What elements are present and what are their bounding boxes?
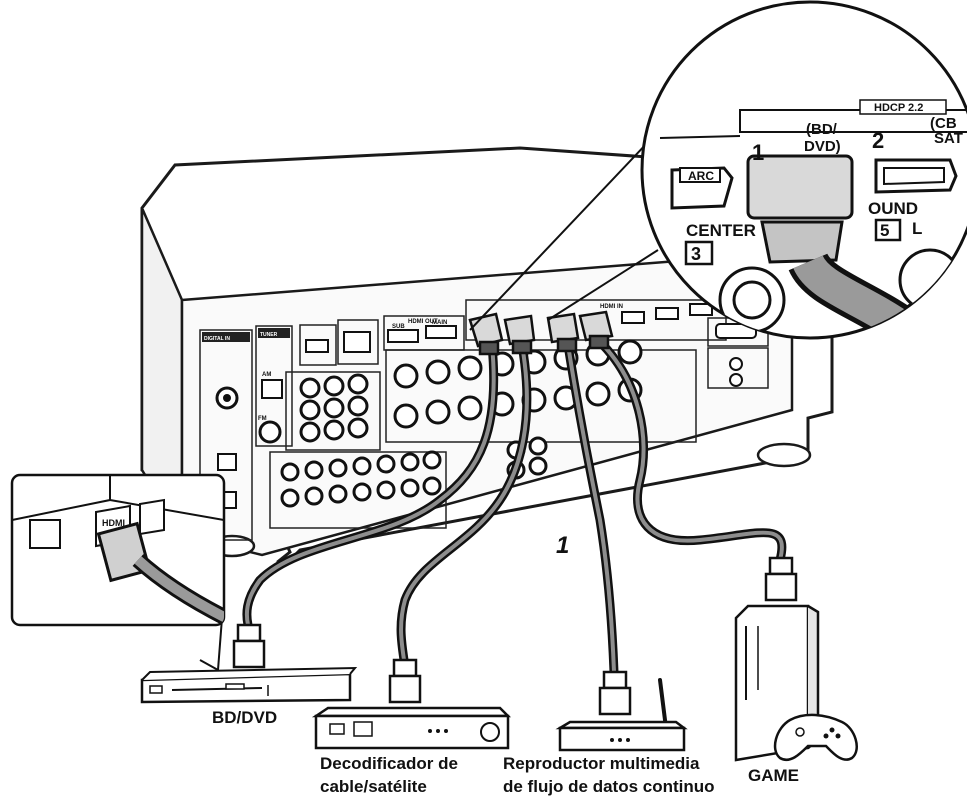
- receiver-sub-label: SUB: [392, 324, 405, 330]
- cable-satellite-label: Decodificador de cable/satélite: [320, 752, 458, 798]
- bd-dvd-label: BD/DVD: [212, 708, 278, 727]
- receiver-hdmi-in-label: HDMI IN: [600, 304, 623, 310]
- hdmi-plugs-devices: [232, 556, 798, 716]
- zoom-hdcp-label: HDCP 2.2: [874, 102, 923, 114]
- receiver-am-label: AM: [262, 372, 271, 378]
- zoom-surround-side: L: [912, 219, 922, 238]
- game-controller-icon: [773, 713, 858, 762]
- callout-hdmi-label: HDMI: [102, 518, 125, 528]
- bd-dvd-player: [140, 666, 358, 704]
- zoom-center-label: CENTER: [686, 221, 756, 240]
- zoom-arc-label: ARC: [688, 169, 714, 183]
- zoom-center-number: 3: [691, 244, 701, 264]
- receiver-digital-in-label: DIGITAL IN: [204, 336, 230, 342]
- game-console: [734, 604, 858, 762]
- zoom-port1-number: 1: [752, 140, 764, 165]
- streaming-player-label-line1: Reproductor multimedia: [503, 754, 700, 773]
- streaming-player-label: Reproductor multimedia de flujo de datos…: [503, 752, 715, 798]
- zoom-surround-label: OUND: [868, 199, 918, 218]
- cable-satellite-label-line1: Decodificador de: [320, 754, 458, 773]
- hdmi-plugs-receiver: [468, 310, 614, 356]
- cable-satellite-label-line2: cable/satélite: [320, 777, 427, 796]
- zoom-port2-label-line2: SAT: [934, 130, 963, 147]
- hdmi-cables: [242, 335, 787, 677]
- receiver-main-label: MAIN: [432, 320, 447, 326]
- streaming-player-label-line2: de flujo de datos continuo: [503, 777, 715, 796]
- zoom-port1-label-line1: (BD/: [806, 121, 838, 138]
- receiver-tuner-label: TUNER: [260, 332, 278, 338]
- receiver-hdmi-out-label: HDMI OUT: [408, 319, 438, 325]
- zoom-port2-number: 2: [872, 128, 884, 153]
- cable-satellite-box: [311, 706, 512, 750]
- zoom-surround-number: 5: [880, 221, 889, 240]
- zoom-port1-label-line2: DVD): [804, 138, 841, 155]
- hdmi-port-callout: HDMI: [10, 473, 226, 672]
- streaming-media-player: [555, 678, 688, 752]
- receiver-fm-label: FM: [258, 416, 267, 422]
- zoom-port2-label-line1: (CB: [930, 115, 957, 132]
- game-label: GAME: [748, 766, 799, 785]
- step-number: 1: [556, 532, 570, 559]
- av-receiver: [140, 146, 834, 562]
